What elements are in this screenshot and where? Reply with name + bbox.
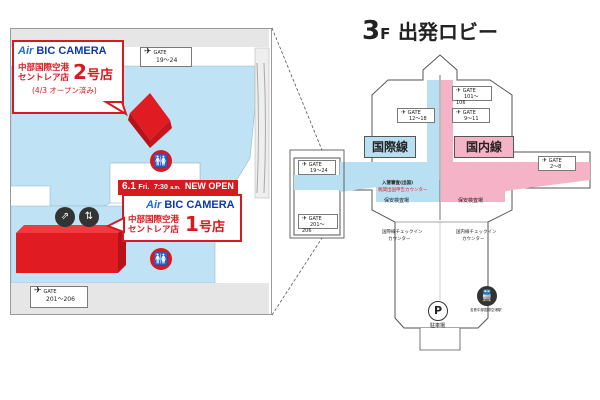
parking-label: 駐車場 (430, 323, 446, 329)
airplane-icon: ✈ (456, 87, 462, 94)
store1-banner: 6.1 Fri. 7:30 a.m. NEW OPEN (118, 180, 238, 195)
store2-pointer (102, 101, 128, 117)
security-intl-label: 保安検査場 (384, 198, 410, 204)
store2-note: (4/3 オープン済み) (32, 86, 97, 95)
map-gate-f: ✈ GATE 2～8 (538, 156, 576, 171)
international-label: 国際線 (364, 136, 416, 158)
checkin-intl-label-1: 国際線チェックイン (382, 230, 423, 235)
store2-marker (130, 93, 170, 140)
airplane-icon: ✈ (401, 109, 407, 116)
store1-marker (16, 233, 118, 273)
domestic-label: 国内線 (454, 136, 514, 158)
store1-pointer (106, 216, 125, 234)
map-gate-a: ✈ GATE 19～24 (298, 160, 336, 175)
map-gate-e: ✈ GATE 9～11 (452, 108, 490, 123)
airplane-icon: ✈ (144, 47, 152, 57)
escalator-icon: ⇗ (55, 207, 75, 227)
floor-map-shapes (289, 54, 591, 351)
store1-callout: Air BIC CAMERA 中部国際空港 セントレア店 1号店 (122, 194, 242, 242)
domestic-zone (441, 80, 453, 190)
train-icon: 🚆 (477, 286, 497, 306)
map-gate-c: ✈ GATE 12～18 (397, 108, 435, 123)
airplane-icon: ✈ (302, 161, 308, 168)
airplane-icon: ✈ (456, 109, 462, 116)
airplane-icon: ✈ (34, 286, 42, 296)
international-zone (340, 162, 430, 192)
elevator-icon: ⇅ (79, 207, 99, 227)
page-title: 3F 出発ロビー (362, 16, 499, 46)
checkin-dom-label-1: 国内線チェックイン (456, 230, 497, 235)
parking-icon: P (428, 301, 448, 321)
checkin-dom-label-2: カウンター (462, 237, 485, 242)
store1-brand: Air BIC CAMERA (146, 199, 235, 211)
airplane-icon: ✈ (302, 215, 308, 222)
zoom-gate-lower: ✈ GATE 201～206 (30, 286, 88, 308)
immigration-label: 入管審査(出国) (382, 181, 414, 186)
zoom-gate-upper: ✈ GATE 19～24 (140, 47, 192, 67)
toilet-icon: 🚻 (150, 150, 172, 172)
airplane-icon: ✈ (542, 157, 548, 164)
toilet-icon: 🚻 (150, 248, 172, 270)
security-dom-label: 保安検査場 (458, 198, 484, 204)
immigration-sub-label: 税関出国申告カウンター (378, 188, 428, 193)
map-gate-b: ✈ GATE 201～206 (298, 214, 338, 234)
map-gate-d: ✈ GATE 101～106 (452, 86, 492, 106)
station-label: 名鉄中部国際空港駅 (470, 308, 502, 312)
store2-brand: Air BIC CAMERA (18, 45, 107, 57)
checkin-intl-label-2: カウンター (388, 237, 411, 242)
